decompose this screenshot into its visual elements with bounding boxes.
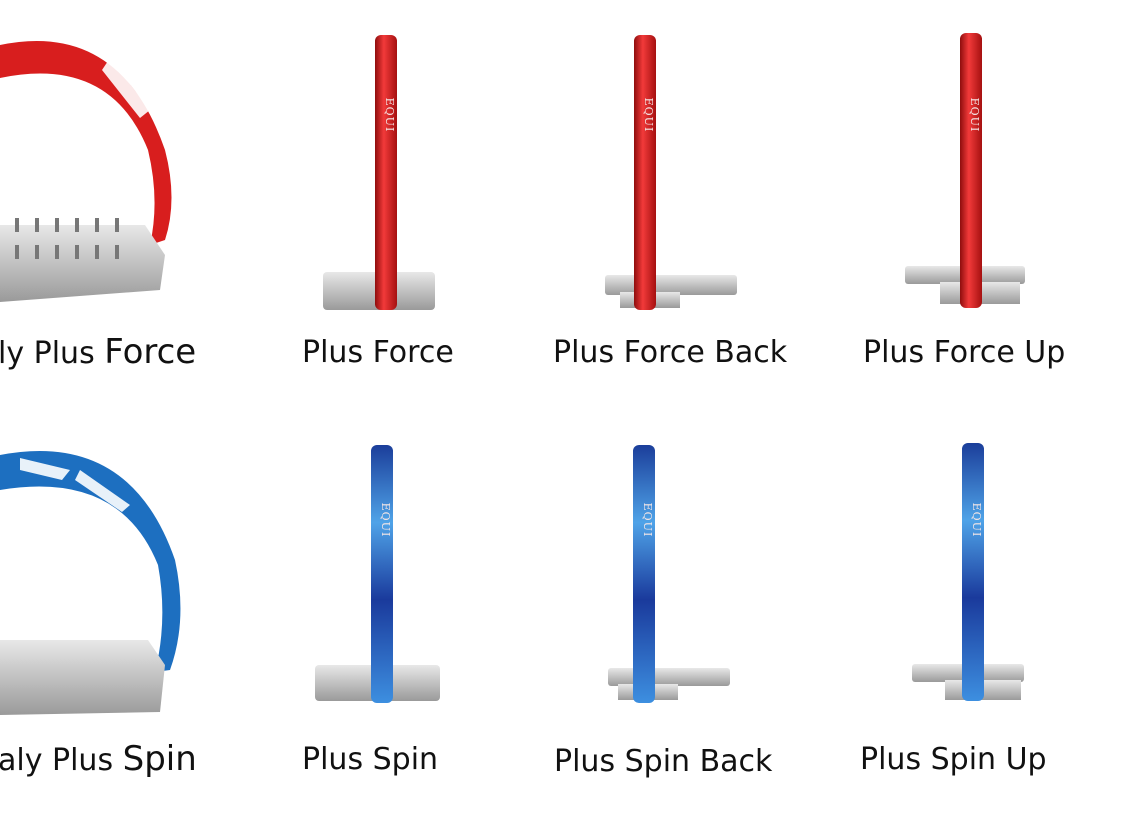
plus-force-label: Plus Force xyxy=(302,335,454,370)
plus-spin-back-label: Plus Spin Back xyxy=(554,744,773,779)
italy-plus-spin-label: aly Plus Spin xyxy=(0,742,197,776)
plus-force-up-stirrup: EQUI xyxy=(905,33,1025,308)
svg-text:EQUI: EQUI xyxy=(641,503,654,538)
plus-spin-label: Plus Spin xyxy=(302,742,439,777)
plus-spin-stirrup: EQUI xyxy=(315,445,440,703)
plus-force-back-stirrup: EQUI xyxy=(605,35,737,310)
svg-text:EQUI: EQUI xyxy=(642,98,655,133)
plus-spin-back-stirrup: EQUI xyxy=(608,445,730,703)
plus-spin-up-label: Plus Spin Up xyxy=(860,742,1047,777)
italy-plus-spin-stirrup xyxy=(0,450,181,715)
label-emphasis: Force xyxy=(104,332,197,372)
plus-force-up-label: Plus Force Up xyxy=(863,335,1066,370)
plus-force-stirrup: EQUI xyxy=(323,35,435,310)
italy-plus-force-stirrup xyxy=(0,40,172,302)
svg-text:EQUI: EQUI xyxy=(383,98,396,133)
label-emphasis: Spin xyxy=(122,739,197,779)
label-prefix: ly Plus xyxy=(0,336,105,371)
svg-text:EQUI: EQUI xyxy=(970,503,983,538)
svg-text:EQUI: EQUI xyxy=(968,98,981,133)
svg-text:EQUI: EQUI xyxy=(379,503,392,538)
label-prefix: aly Plus xyxy=(0,743,123,778)
plus-spin-up-stirrup: EQUI xyxy=(912,443,1024,701)
plus-force-back-label: Plus Force Back xyxy=(553,335,788,370)
italy-plus-force-label: ly Plus Force xyxy=(0,335,196,369)
